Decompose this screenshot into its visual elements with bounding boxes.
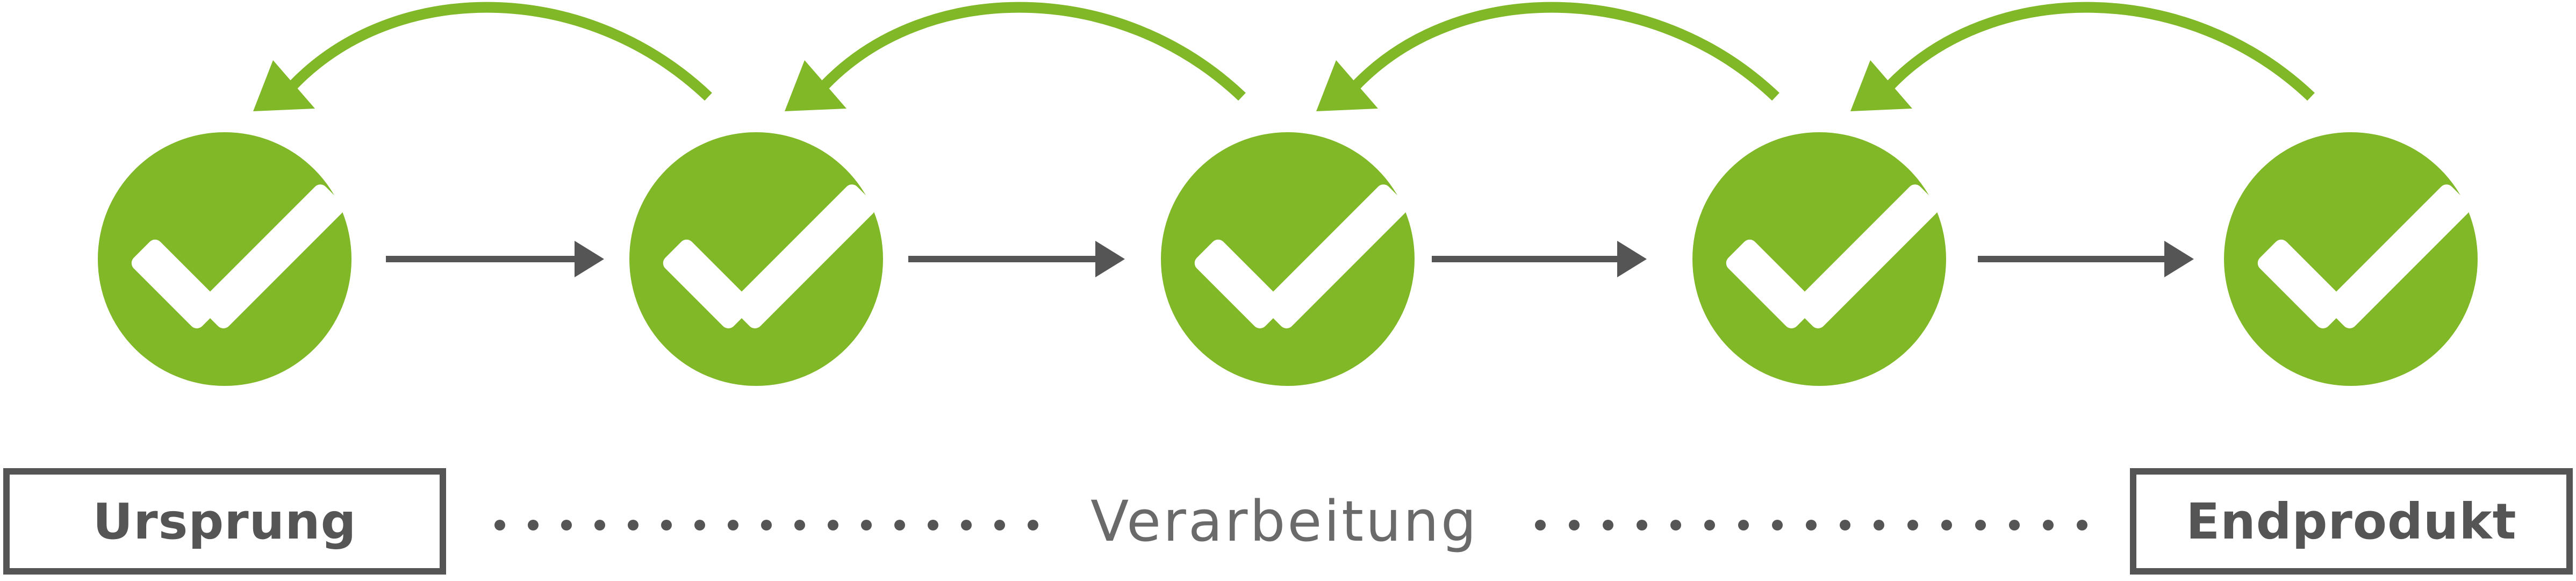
connector-dot — [1704, 520, 1715, 530]
connector-dot — [1772, 520, 1783, 530]
check-short-stroke — [2257, 239, 2347, 328]
connector-dot — [661, 520, 672, 530]
connector-dot — [1738, 520, 1749, 530]
check-long-stroke — [731, 184, 876, 328]
check-short-stroke — [1194, 239, 1283, 328]
process-step — [1161, 132, 1415, 386]
check-short-stroke — [131, 239, 220, 328]
dotted-connector-right — [1535, 520, 2087, 530]
feedback-curve — [289, 2, 712, 101]
arrow-head — [1095, 241, 1125, 277]
check-short-stroke — [1726, 239, 1815, 328]
feedback-arrow — [253, 2, 712, 111]
connector-dot — [794, 520, 805, 530]
connector-dot — [1028, 520, 1038, 530]
step-circle — [98, 132, 351, 386]
feedback-arrow-head — [785, 60, 846, 111]
connector-dot — [1907, 520, 1918, 530]
arrow-head — [1617, 241, 1647, 277]
feedback-arrows — [253, 2, 2315, 111]
end-product-label: Endprodukt — [2186, 492, 2517, 550]
connector-dot — [1806, 520, 1817, 530]
forward-arrow — [1978, 241, 2194, 277]
process-steps — [98, 132, 2478, 386]
feedback-arrow-head — [1316, 60, 1378, 111]
dotted-connector-left — [494, 520, 1038, 530]
step-circle — [1692, 132, 1946, 386]
processing-label: Verarbeitung — [1090, 489, 1479, 554]
connector-dot — [2077, 520, 2087, 530]
connector-dot — [2043, 520, 2054, 530]
connector-dot — [1569, 520, 1580, 530]
connector-dot — [628, 520, 638, 530]
feedback-arrow — [1316, 2, 1779, 111]
connector-dot — [761, 520, 772, 530]
feedback-arrow-head — [253, 60, 315, 111]
process-step — [2224, 132, 2478, 386]
connector-dot — [1637, 520, 1647, 530]
check-long-stroke — [2326, 184, 2470, 328]
check-icon — [2257, 184, 2470, 328]
connector-dot — [961, 520, 972, 530]
end-product-label-box: Endprodukt — [2130, 468, 2573, 575]
origin-label: Ursprung — [92, 492, 357, 550]
connector-dot — [1941, 520, 1952, 530]
feedback-arrow — [785, 2, 1246, 111]
forward-arrows — [386, 241, 2194, 277]
check-icon — [131, 184, 344, 328]
connector-dot — [2009, 520, 2020, 530]
connector-dot — [928, 520, 938, 530]
feedback-arrow — [1850, 2, 2315, 111]
check-icon — [1726, 184, 1939, 328]
check-short-stroke — [663, 239, 752, 328]
step-circle — [2224, 132, 2478, 386]
feedback-arrow-head — [1850, 60, 1912, 111]
forward-arrow — [386, 241, 604, 277]
process-step — [98, 132, 351, 386]
connector-dot — [828, 520, 838, 530]
feedback-curve — [1886, 2, 2315, 101]
check-long-stroke — [1795, 184, 1939, 328]
arrow-head — [575, 241, 604, 277]
connector-dot — [1670, 520, 1681, 530]
check-long-stroke — [1263, 184, 1407, 328]
process-step — [1692, 132, 1946, 386]
connector-dot — [494, 520, 505, 530]
step-circle — [629, 132, 883, 386]
connector-dot — [728, 520, 738, 530]
check-long-stroke — [200, 184, 344, 328]
connector-dot — [561, 520, 572, 530]
forward-arrow — [1432, 241, 1647, 277]
process-step — [629, 132, 883, 386]
connector-dot — [1535, 520, 1546, 530]
connector-dot — [861, 520, 872, 530]
connector-dot — [594, 520, 605, 530]
connector-dot — [528, 520, 539, 530]
connector-dot — [1975, 520, 1986, 530]
connector-dot — [994, 520, 1005, 530]
connector-dot — [1874, 520, 1884, 530]
step-circle — [1161, 132, 1415, 386]
check-icon — [1194, 184, 1407, 328]
arrow-head — [2164, 241, 2194, 277]
feedback-curve — [1352, 2, 1779, 101]
connector-dot — [894, 520, 905, 530]
check-icon — [663, 184, 876, 328]
feedback-curve — [821, 2, 1246, 101]
connector-dot — [1840, 520, 1850, 530]
forward-arrow — [908, 241, 1125, 277]
connector-dot — [694, 520, 705, 530]
origin-label-box: Ursprung — [3, 468, 446, 575]
connector-dot — [1603, 520, 1613, 530]
